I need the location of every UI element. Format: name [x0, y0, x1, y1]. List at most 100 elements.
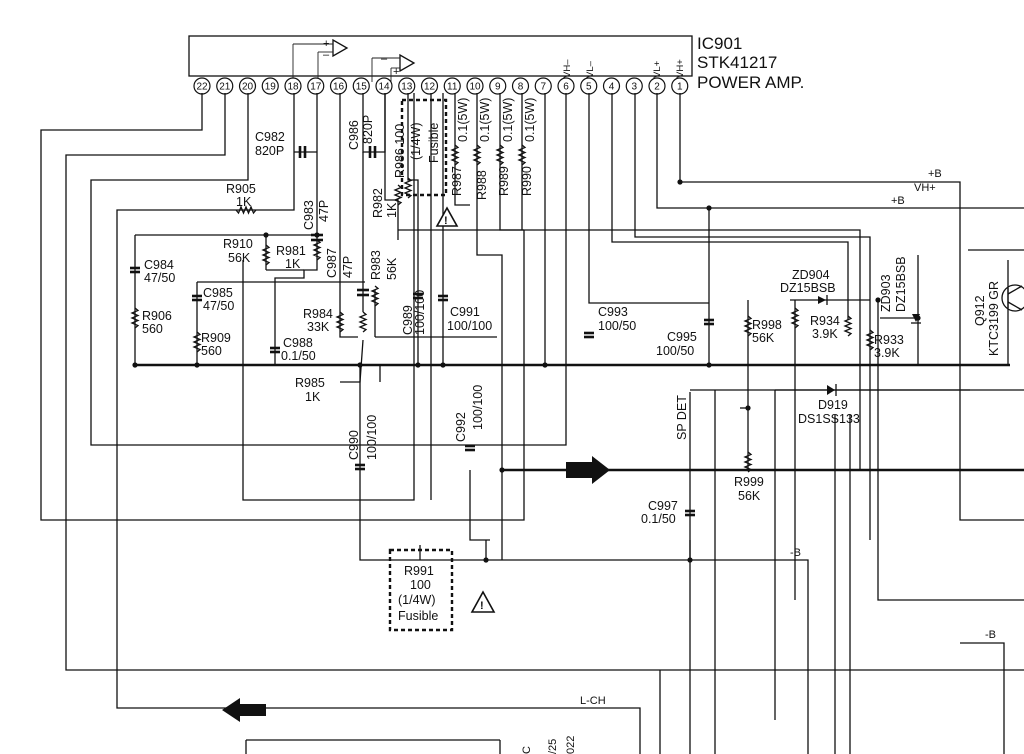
pin1-name: VH+ [675, 59, 686, 78]
junction-dot [875, 297, 881, 303]
cut-label: 022 [565, 736, 577, 754]
r990-value: 0.1(5W) [523, 98, 537, 142]
ic-part: STK41217 [697, 53, 777, 72]
ic-pin [443, 77, 461, 95]
junction-dot [314, 232, 320, 238]
zd904-label: ZD904 [792, 268, 830, 282]
r991-fusible: Fusible [398, 609, 438, 623]
resistor-symbol [192, 331, 202, 353]
resistor-symbol [130, 307, 140, 329]
c990-label: C990 [347, 430, 361, 460]
resistor-symbol [235, 205, 257, 215]
ic-pin [420, 77, 439, 95]
r984-value: 33K [307, 320, 330, 334]
c991-label: C991 [450, 305, 480, 319]
ic-pin-number: 12 [424, 82, 436, 93]
zd904-value: DZ15BSB [780, 281, 836, 295]
resistor-symbol [517, 144, 527, 166]
resistor-symbol [393, 184, 403, 206]
ic-function: POWER AMP. [697, 73, 804, 92]
opamp-b-minus: – [381, 53, 388, 65]
svg-text:!: ! [444, 215, 448, 227]
signal-arrow-left-icon [222, 698, 266, 722]
c997-symbol [685, 509, 695, 517]
c991-symbol [438, 294, 448, 302]
c986-label: C986 [347, 120, 361, 150]
net-vh-plus: VH+ [914, 182, 936, 194]
ic-pin [307, 77, 325, 95]
resistor-symbol [790, 307, 800, 329]
zd904-symbol [818, 295, 828, 305]
r909-label: R909 [201, 331, 231, 345]
c983-label: C983 [302, 200, 316, 230]
r989-label: R989 [497, 166, 511, 196]
internal-opamp-a: + – [292, 38, 349, 82]
zd903-label: ZD903 [879, 274, 893, 312]
d919-value: DS1SS133 [798, 412, 860, 426]
junction-dot [357, 362, 363, 368]
ic-pin [534, 77, 552, 95]
c988-value: 0.1/50 [281, 349, 316, 363]
resistor-symbol [472, 144, 482, 166]
resistor-symbol [358, 311, 368, 333]
r991-label: R991 [404, 564, 434, 578]
r986-label: R986 100 [393, 124, 407, 178]
c982-symbol [298, 146, 307, 158]
r934-value: 3.9K [812, 327, 838, 341]
r985-label: R985 [295, 376, 325, 390]
c995-value: 100/50 [656, 344, 694, 358]
wiring [40, 93, 1024, 754]
opamp-b-plus: + [393, 66, 399, 78]
resistor-symbol [743, 315, 753, 337]
ic-pin-number: 2 [654, 82, 660, 93]
ic-pin [329, 77, 348, 95]
ic-pin-number: 8 [518, 82, 524, 93]
component-symbols: ! ! [130, 98, 1024, 722]
r982-label: R982 [371, 188, 385, 218]
c984-symbol [130, 266, 140, 274]
q912-label: Q912 [973, 295, 987, 326]
ic-pin [466, 77, 484, 95]
ic-pin-number: 9 [495, 82, 501, 93]
junction-dot [263, 232, 269, 238]
r906-label: R906 [142, 309, 172, 323]
c989-symbol [413, 292, 423, 300]
junction-dot [677, 179, 683, 185]
junction-dot [483, 557, 489, 563]
r986-fusible: Fusible [427, 123, 441, 163]
opamp-a-plus: + [323, 38, 329, 50]
junction-dot [194, 362, 200, 368]
ic-pin-number: 5 [586, 82, 592, 93]
c997-value: 0.1/50 [641, 512, 676, 526]
c997-label: C997 [648, 499, 678, 513]
c992-label: C992 [454, 412, 468, 442]
net-plus-b: +B [928, 168, 942, 180]
r983-label: R983 [369, 250, 383, 280]
cut-label: C [521, 746, 533, 754]
r986-rating: (1/4W) [409, 123, 423, 161]
resistor-symbol [743, 451, 753, 473]
ic-pin-number: 1 [677, 82, 683, 93]
pin6-name: VH– [562, 59, 573, 78]
ic-pin-number: 13 [401, 82, 413, 93]
junction-dot [499, 467, 505, 473]
r998-value: 56K [752, 331, 775, 345]
net-minus-b: -B [790, 547, 801, 559]
c993-value: 100/50 [598, 319, 636, 333]
r990-label: R990 [520, 166, 534, 196]
r991-value: 100 [410, 578, 431, 592]
c995-label: C995 [667, 330, 697, 344]
resistor-symbol [843, 315, 853, 337]
pin5-name: VL– [585, 60, 596, 78]
r933-label: R933 [874, 333, 904, 347]
resistor-symbol [370, 285, 380, 307]
r982-value: 1K [385, 202, 399, 218]
ic-pin-number: 11 [447, 82, 458, 93]
q912-value: KTC3199 GR [987, 281, 1001, 356]
junction-dot [706, 362, 712, 368]
pin2-name: VL+ [652, 60, 663, 78]
ic-pin [489, 77, 507, 95]
c985-symbol [192, 294, 202, 302]
junction-dot [915, 315, 921, 321]
ic-pin-number: 19 [265, 82, 277, 93]
